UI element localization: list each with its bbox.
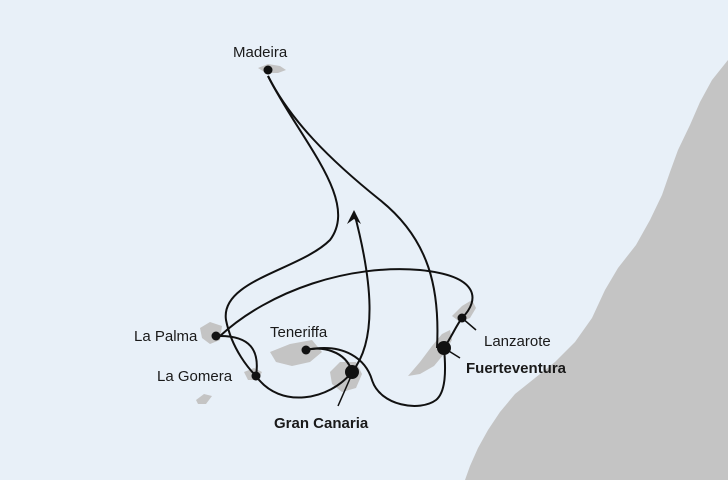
island-el-hierro bbox=[196, 394, 212, 404]
label-la-gomera: La Gomera bbox=[157, 368, 233, 385]
marker-fuerteventura bbox=[437, 341, 451, 355]
route-gran-canaria-to-madeira bbox=[351, 211, 371, 373]
label-fuerteventura: Fuerteventura bbox=[466, 360, 567, 377]
route-madeira-to-fuerteventura bbox=[267, 75, 439, 349]
island-fuerteventura bbox=[408, 330, 452, 376]
marker-la-gomera bbox=[251, 371, 261, 381]
route-teneriffa-to-fuerteventura bbox=[305, 347, 446, 407]
route-la-gomera-to-gran-canaria bbox=[255, 371, 353, 399]
label-madeira: Madeira bbox=[233, 44, 288, 61]
route-lanzarote-to-la-palma bbox=[219, 268, 474, 337]
mainland-africa bbox=[465, 60, 728, 480]
island-teneriffa bbox=[270, 340, 322, 366]
label-lanzarote: Lanzarote bbox=[484, 333, 551, 350]
marker-teneriffa bbox=[301, 345, 311, 355]
marker-madeira bbox=[263, 65, 273, 75]
marker-gran-canaria bbox=[345, 365, 359, 379]
label-teneriffa: Teneriffa bbox=[270, 324, 328, 341]
port-labels: Madeira La Palma La Gomera Teneriffa Gra… bbox=[134, 44, 567, 432]
route-madeira-to-la-gomera bbox=[224, 75, 340, 377]
label-la-palma: La Palma bbox=[134, 328, 198, 345]
leader-gran-canaria bbox=[337, 373, 353, 407]
marker-la-palma bbox=[211, 331, 221, 341]
port-markers bbox=[211, 65, 467, 381]
label-gran-canaria: Gran Canaria bbox=[274, 415, 369, 432]
marker-lanzarote bbox=[457, 313, 467, 323]
cruise-routes bbox=[219, 75, 474, 407]
route-direction-arrow bbox=[347, 210, 361, 224]
route-la-palma-to-la-gomera bbox=[219, 335, 258, 377]
